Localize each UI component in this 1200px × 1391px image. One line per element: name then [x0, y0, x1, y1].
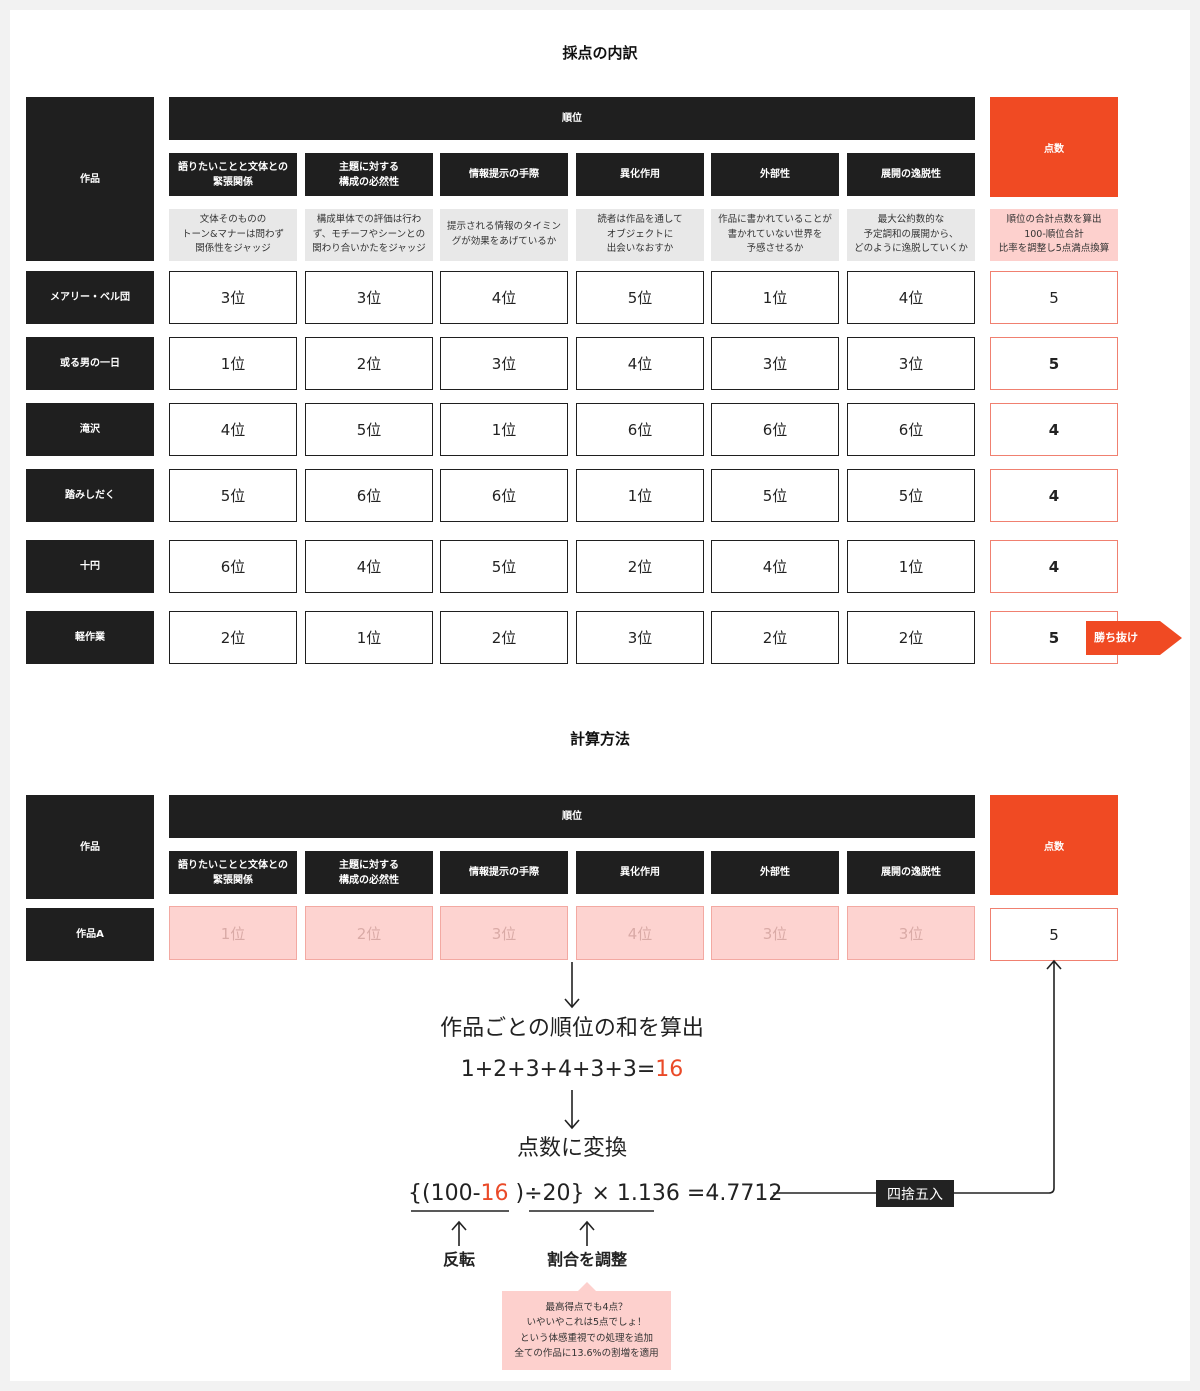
method-work-header: 作品 [26, 795, 154, 899]
rank-cell: 6位 [576, 403, 704, 456]
rank-cell: 6位 [847, 403, 975, 456]
criterion-description: 構成単体での評価は行わ ず、モチーフやシーンとの 関わり合いかたをジャッジ [305, 209, 433, 261]
rank-cell: 2位 [847, 611, 975, 664]
rank-cell: 5位 [305, 403, 433, 456]
rank-cell: 4位 [440, 271, 568, 324]
rank-cell: 5位 [847, 469, 975, 522]
conversion-formula: {(100-16 )÷20} × 1.136 =4.7712 [408, 1178, 782, 1210]
score-description: 順位の合計点数を算出 100-順位合計 比率を調整し5点満点換算 [990, 209, 1118, 261]
criterion-header: 情報提示の手際 [440, 153, 568, 196]
example-rank-cell: 3位 [847, 906, 975, 960]
example-rank-cell: 4位 [576, 906, 704, 960]
criterion-header: 主題に対する 構成の必然性 [305, 153, 433, 196]
score-cell: 4 [990, 540, 1118, 593]
winner-label: 勝ち抜け [1094, 631, 1138, 644]
sum-value: 16 [655, 1056, 684, 1082]
work-name: 或る男の一日 [26, 337, 154, 390]
method-criterion-header: 主題に対する 構成の必然性 [305, 851, 433, 894]
rank-cell: 1位 [576, 469, 704, 522]
score-header: 点数 [990, 97, 1118, 197]
score-cell: 5 [990, 271, 1118, 324]
score-cell: 5 [990, 337, 1118, 390]
rank-cell: 3位 [440, 337, 568, 390]
rank-cell: 6位 [305, 469, 433, 522]
criterion-description: 読者は作品を通して オブジェクトに 出会いなおすか [576, 209, 704, 261]
rank-cell: 4位 [305, 540, 433, 593]
work-name: 踏みしだく [26, 469, 154, 522]
criterion-header: 展開の逸脱性 [847, 153, 975, 196]
rank-header: 順位 [169, 97, 975, 140]
rank-cell: 2位 [440, 611, 568, 664]
score-cell: 4 [990, 403, 1118, 456]
sum-expression: 1+2+3+4+3+3=16 [372, 1053, 772, 1085]
rank-cell: 2位 [576, 540, 704, 593]
rank-cell: 4位 [169, 403, 297, 456]
work-name: 十円 [26, 540, 154, 593]
work-name: メアリー・ベル団 [26, 271, 154, 324]
formula-sum: 16 [480, 1181, 509, 1206]
work-header: 作品 [26, 97, 154, 261]
rank-cell: 2位 [169, 611, 297, 664]
criterion-description: 作品に書かれていることが 書かれていない世界を 予感させるか [711, 209, 839, 261]
rank-cell: 4位 [576, 337, 704, 390]
example-work-name: 作品A [26, 908, 154, 961]
rank-cell: 3位 [711, 337, 839, 390]
method-criterion-header: 情報提示の手際 [440, 851, 568, 894]
ratio-adjust-label: 割合を調整 [546, 1250, 627, 1269]
criterion-description: 提示される情報のタイミン グが効果をあげているか [440, 209, 568, 261]
method-criterion-header: 外部性 [711, 851, 839, 894]
rank-cell: 1位 [847, 540, 975, 593]
rank-cell: 5位 [169, 469, 297, 522]
rank-cell: 3位 [576, 611, 704, 664]
work-name: 滝沢 [26, 403, 154, 456]
criterion-header: 異化作用 [576, 153, 704, 196]
rank-cell: 3位 [847, 337, 975, 390]
formula-part-a: {(100- [408, 1181, 481, 1206]
round-off-tag: 四捨五入 [876, 1180, 954, 1207]
example-rank-cell: 1位 [169, 906, 297, 960]
rank-cell: 5位 [440, 540, 568, 593]
method-title: 計算方法 [569, 729, 630, 748]
rank-cell: 4位 [847, 271, 975, 324]
adjustment-note: 最高得点でも4点？ いやいやこれは5点でしょ！ という体感重視での処理を追加 全… [502, 1291, 671, 1370]
example-rank-cell: 2位 [305, 906, 433, 960]
sum-expr-text: 1+2+3+4+3+3= [460, 1056, 656, 1082]
method-criterion-header: 展開の逸脱性 [847, 851, 975, 894]
method-rank-header: 順位 [169, 795, 975, 838]
rank-cell: 1位 [711, 271, 839, 324]
rank-cell: 6位 [169, 540, 297, 593]
formula-part-c: )÷20} × 1.136 =4.7712 [508, 1181, 783, 1206]
rank-cell: 3位 [169, 271, 297, 324]
rank-cell: 6位 [711, 403, 839, 456]
example-rank-cell: 3位 [711, 906, 839, 960]
criterion-header: 外部性 [711, 153, 839, 196]
rank-cell: 5位 [576, 271, 704, 324]
rank-cell: 2位 [305, 337, 433, 390]
step-convert-label: 点数に変換 [516, 1136, 627, 1161]
criterion-header: 語りたいことと文体との 緊張関係 [169, 153, 297, 196]
page: 採点の内訳 作品 順位 点数 語りたいことと文体との 緊張関係主題に対する 構成… [10, 10, 1190, 1381]
rank-cell: 1位 [440, 403, 568, 456]
method-criterion-header: 異化作用 [576, 851, 704, 894]
rank-cell: 2位 [711, 611, 839, 664]
rank-cell: 1位 [169, 337, 297, 390]
rank-cell: 5位 [711, 469, 839, 522]
rank-cell: 3位 [305, 271, 433, 324]
rank-cell: 6位 [440, 469, 568, 522]
example-rank-cell: 3位 [440, 906, 568, 960]
breakdown-title: 採点の内訳 [562, 43, 638, 62]
method-criterion-header: 語りたいことと文体との 緊張関係 [169, 851, 297, 894]
criterion-description: 文体そのものの トーン&マナーは問わず 関係性をジャッジ [169, 209, 297, 261]
invert-label: 反転 [442, 1250, 475, 1269]
rank-cell: 4位 [711, 540, 839, 593]
step-sum-label: 作品ごとの順位の和を算出 [440, 1016, 704, 1041]
method-score-header: 点数 [990, 795, 1118, 895]
criterion-description: 最大公約数的な 予定調和の展開から、 どのように逸脱していくか [847, 209, 975, 261]
rank-cell: 1位 [305, 611, 433, 664]
work-name: 軽作業 [26, 611, 154, 664]
example-score: 5 [990, 908, 1118, 961]
score-cell: 4 [990, 469, 1118, 522]
